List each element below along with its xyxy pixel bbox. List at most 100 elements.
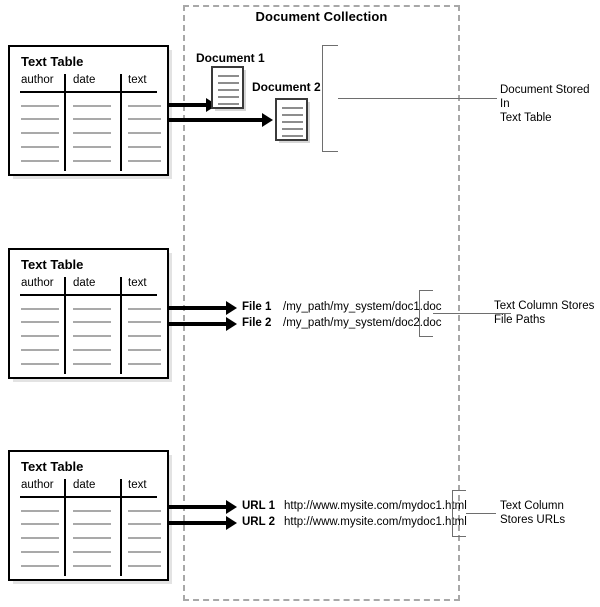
text-table-documents: Text Table author date text: [8, 45, 169, 176]
text-table-urls: Text Table author date text: [8, 450, 169, 581]
callout-file-paths: Text Column Stores File Paths: [494, 300, 595, 326]
document-2-icon: [275, 98, 308, 141]
column-header-text: text: [128, 479, 147, 491]
file-1-path: /my_path/my_system/doc1.doc: [283, 301, 442, 313]
column-header-text: text: [128, 277, 147, 289]
table-row: [21, 349, 59, 351]
url-1-key: URL 1: [242, 500, 276, 512]
column-divider-2: [120, 479, 122, 576]
arrow-head-file-1: [226, 301, 237, 315]
file-2-path: /my_path/my_system/doc2.doc: [283, 317, 442, 329]
leader-line-file-paths: [433, 313, 511, 314]
table-row: [73, 132, 111, 134]
text-table-header-row: author date text: [10, 277, 167, 294]
table-row: [128, 363, 161, 365]
arrow-head-url-1: [226, 500, 237, 514]
column-header-author: author: [21, 277, 54, 289]
column-header-date: date: [73, 277, 96, 289]
table-row: [21, 118, 59, 120]
text-table-file-paths: Text Table author date text: [8, 248, 169, 379]
table-row: [21, 537, 59, 539]
table-row: [21, 160, 59, 162]
text-table-title: Text Table: [21, 257, 84, 272]
arrow-head-url-2: [226, 516, 237, 530]
column-header-date: date: [73, 74, 96, 86]
table-row: [21, 146, 59, 148]
arrow-shaft-file-2: [168, 322, 228, 326]
table-row: [128, 565, 161, 567]
text-table-title: Text Table: [21, 54, 84, 69]
header-rule: [20, 91, 157, 93]
table-row: [73, 321, 111, 323]
arrow-head-file-2: [226, 317, 237, 331]
table-row: [73, 565, 111, 567]
column-header-date: date: [73, 479, 96, 491]
table-row: [21, 132, 59, 134]
table-row: [73, 335, 111, 337]
table-row: [128, 308, 161, 310]
table-row: [128, 335, 161, 337]
column-divider-1: [64, 74, 66, 171]
text-table-header-row: author date text: [10, 74, 167, 91]
table-row: [21, 551, 59, 553]
table-row: [128, 551, 161, 553]
column-divider-2: [120, 74, 122, 171]
column-header-author: author: [21, 74, 54, 86]
table-row: [73, 349, 111, 351]
table-row: [21, 510, 59, 512]
table-row: [21, 321, 59, 323]
arrow-shaft-document-1: [168, 103, 208, 107]
table-row: [128, 523, 161, 525]
file-1-key: File 1: [242, 301, 272, 313]
callout-urls: Text Column Stores URLs: [500, 500, 566, 526]
table-row: [73, 363, 111, 365]
table-row: [73, 523, 111, 525]
table-row: [21, 335, 59, 337]
column-divider-1: [64, 479, 66, 576]
column-header-author: author: [21, 479, 54, 491]
table-row: [21, 523, 59, 525]
table-row: [73, 510, 111, 512]
header-rule: [20, 496, 157, 498]
table-row: [21, 363, 59, 365]
text-table-header-row: author date text: [10, 479, 167, 496]
document-collection-title: Document Collection: [255, 9, 388, 24]
url-2-value: http://www.mysite.com/mydoc1.html: [284, 516, 467, 528]
table-row: [21, 308, 59, 310]
table-row: [128, 118, 161, 120]
table-row: [73, 551, 111, 553]
column-divider-1: [64, 277, 66, 374]
table-row: [73, 308, 111, 310]
table-row: [21, 565, 59, 567]
table-row: [73, 537, 111, 539]
text-table-title: Text Table: [21, 459, 84, 474]
table-row: [128, 105, 161, 107]
leader-line-urls: [466, 513, 496, 514]
table-row: [128, 349, 161, 351]
column-header-text: text: [128, 74, 147, 86]
arrow-shaft-url-2: [168, 521, 228, 525]
table-row: [128, 160, 161, 162]
bracket-file-paths: [419, 290, 433, 337]
bracket-urls: [452, 490, 466, 537]
url-1-value: http://www.mysite.com/mydoc1.html: [284, 500, 467, 512]
table-row: [128, 132, 161, 134]
document-collection-region: [183, 5, 460, 601]
table-row: [21, 105, 59, 107]
header-rule: [20, 294, 157, 296]
leader-line-documents: [338, 98, 497, 99]
arrow-shaft-url-1: [168, 505, 228, 509]
callout-documents-stored: Document Stored In Text Table: [500, 84, 590, 124]
table-row: [73, 118, 111, 120]
url-2-key: URL 2: [242, 516, 276, 528]
table-row: [73, 160, 111, 162]
table-row: [73, 105, 111, 107]
arrow-shaft-document-2: [168, 118, 264, 122]
arrow-head-document-2: [262, 113, 273, 127]
document-1-label: Document 1: [196, 51, 265, 65]
table-row: [128, 146, 161, 148]
table-row: [128, 510, 161, 512]
arrow-shaft-file-1: [168, 306, 228, 310]
document-2-label: Document 2: [252, 80, 321, 94]
